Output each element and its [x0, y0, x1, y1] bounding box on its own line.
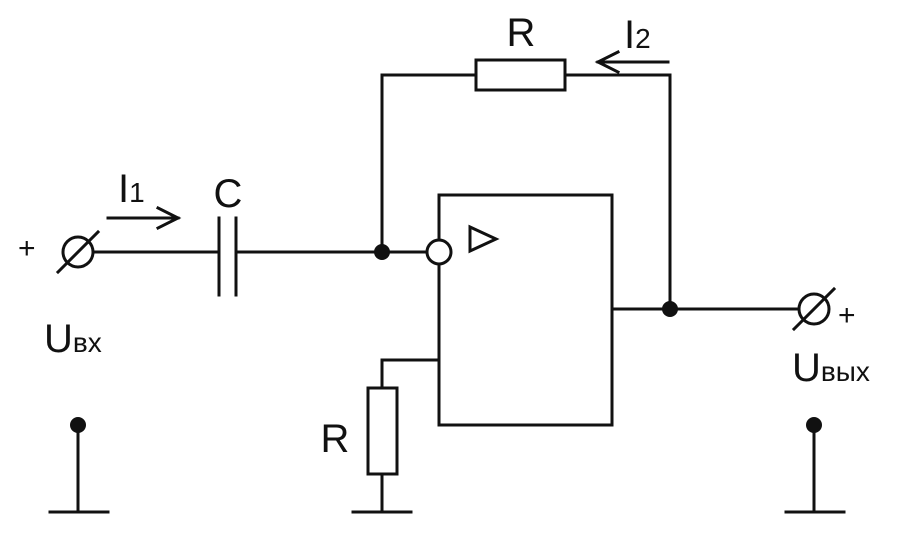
label-uout-main: U: [792, 346, 821, 390]
label-i2-main: I: [624, 13, 635, 57]
label-plus-input: +: [18, 232, 36, 265]
junction-dot-input: [374, 244, 390, 260]
label-resistor-ground: R: [321, 417, 350, 461]
inverting-input-circle: [425, 238, 453, 266]
capacitor: [217, 216, 238, 297]
label-plus-output: +: [838, 299, 856, 332]
label-i1-sub: 1: [129, 177, 145, 208]
label-resistor-feedback: R: [507, 11, 536, 55]
output-terminal: [791, 286, 837, 332]
resistor-ground: [366, 386, 399, 476]
ground-left-icon: [48, 417, 110, 514]
label-current-i1: I1: [118, 167, 145, 211]
label-uin-main: U: [44, 317, 73, 361]
label-uin-sub: вх: [73, 327, 102, 358]
label-uout-sub: вых: [821, 356, 870, 387]
wire-feedback-right: [563, 73, 672, 311]
wire-noninverting-input: [380, 358, 441, 390]
label-current-i2: I2: [624, 13, 651, 57]
op-amp-body: [437, 193, 614, 427]
op-amp: [425, 193, 614, 427]
resistor-feedback: [474, 58, 567, 92]
wires: [90, 73, 802, 514]
label-i1-main: I: [118, 167, 129, 211]
arrow-i1-icon: [106, 205, 182, 231]
arrow-i2-icon: [594, 49, 670, 75]
ground-right-icon: [784, 417, 846, 514]
input-terminal: [55, 229, 101, 275]
label-i2-sub: 2: [635, 23, 651, 54]
label-voltage-out: Uвых: [792, 346, 870, 390]
amplifier-triangle-icon: [468, 224, 500, 254]
label-voltage-in: Uвх: [44, 317, 102, 361]
wire-feedback-left: [380, 73, 478, 254]
label-capacitor: C: [214, 172, 243, 216]
junction-dot-output: [662, 301, 678, 317]
